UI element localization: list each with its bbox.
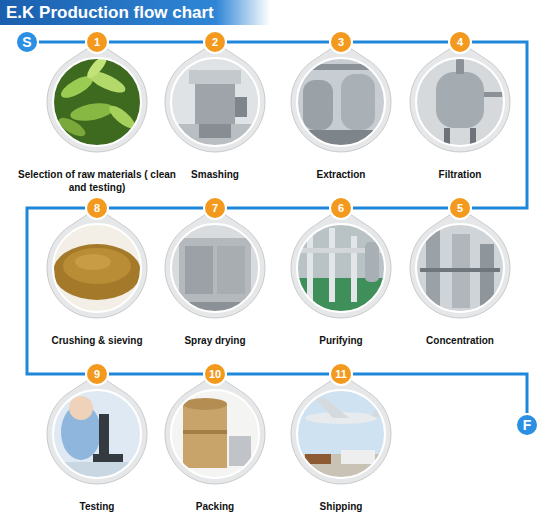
pin-shape bbox=[155, 208, 275, 320]
flow-line bbox=[97, 373, 215, 376]
pin-shape bbox=[37, 42, 157, 154]
flow-line bbox=[341, 41, 460, 44]
pin-shape bbox=[37, 374, 157, 486]
pin-shape bbox=[155, 42, 275, 154]
process-step: 1Selection of raw materials ( clean and … bbox=[37, 42, 157, 192]
process-step: 6Purifying bbox=[281, 208, 401, 358]
process-step: 7Spray drying bbox=[155, 208, 275, 358]
step-badge bbox=[86, 197, 108, 219]
process-step: 3Extraction bbox=[281, 42, 401, 192]
terminal-circle: F bbox=[515, 413, 539, 437]
pin-shape bbox=[281, 374, 401, 486]
step-badge bbox=[330, 197, 352, 219]
chart-title: E.K Production flow chart bbox=[6, 3, 214, 23]
step-illustration bbox=[416, 58, 504, 146]
process-step: 4Filtration bbox=[400, 42, 520, 192]
process-step: 2Smashing bbox=[155, 42, 275, 192]
pin-shape bbox=[400, 208, 520, 320]
pin-shape bbox=[281, 208, 401, 320]
step-label: Purifying bbox=[256, 334, 426, 347]
flow-line bbox=[97, 41, 215, 44]
pin-shape bbox=[281, 42, 401, 154]
step-number: 5 bbox=[450, 201, 470, 215]
step-label: Spray drying bbox=[130, 334, 300, 347]
flow-line bbox=[215, 41, 341, 44]
step-number: 6 bbox=[331, 201, 351, 215]
step-badge bbox=[330, 31, 352, 53]
step-illustration bbox=[171, 58, 259, 146]
step-badge bbox=[204, 197, 226, 219]
step-label: Shipping bbox=[256, 500, 426, 513]
step-illustration bbox=[171, 224, 259, 312]
step-number: 8 bbox=[87, 201, 107, 215]
flow-line bbox=[215, 373, 341, 376]
pin-shape bbox=[37, 208, 157, 320]
step-illustration bbox=[53, 390, 141, 478]
step-label: Testing bbox=[12, 500, 182, 513]
step-illustration bbox=[53, 53, 141, 146]
flow-line bbox=[97, 207, 215, 210]
process-step: 5Concentration bbox=[400, 208, 520, 358]
step-number: 2 bbox=[205, 35, 225, 49]
process-step: 11Shipping bbox=[281, 374, 401, 524]
step-label: Extraction bbox=[256, 168, 426, 181]
process-step: 10Packing bbox=[155, 374, 275, 524]
terminal-letter: S bbox=[15, 30, 39, 54]
step-illustration bbox=[297, 58, 385, 146]
step-label: Smashing bbox=[130, 168, 300, 181]
flow-line bbox=[341, 207, 460, 210]
step-number: 11 bbox=[331, 367, 351, 381]
step-illustration bbox=[297, 390, 385, 478]
step-number: 1 bbox=[87, 35, 107, 49]
step-badge bbox=[86, 31, 108, 53]
step-number: 3 bbox=[331, 35, 351, 49]
step-label: Packing bbox=[130, 500, 300, 513]
step-number: 4 bbox=[450, 35, 470, 49]
step-illustration bbox=[297, 224, 385, 312]
step-badge bbox=[204, 363, 226, 385]
flow-line bbox=[215, 207, 341, 210]
terminal-letter: F bbox=[515, 413, 539, 437]
step-label: Crushing & sieving bbox=[12, 334, 182, 347]
step-illustration bbox=[416, 224, 504, 312]
step-label: Selection of raw materials ( clean and t… bbox=[17, 168, 177, 194]
step-label: Filtration bbox=[375, 168, 545, 181]
step-badge bbox=[86, 363, 108, 385]
step-badge bbox=[449, 197, 471, 219]
step-illustration bbox=[171, 390, 259, 478]
pin-shape bbox=[400, 42, 520, 154]
step-illustration bbox=[53, 224, 141, 312]
step-number: 10 bbox=[205, 367, 225, 381]
step-badge bbox=[449, 31, 471, 53]
process-step: 9Testing bbox=[37, 374, 157, 524]
step-label: Concentration bbox=[375, 334, 545, 347]
terminal-circle: S bbox=[15, 30, 39, 54]
process-step: 8Crushing & sieving bbox=[37, 208, 157, 358]
step-badge bbox=[204, 31, 226, 53]
step-badge bbox=[330, 363, 352, 385]
step-number: 7 bbox=[205, 201, 225, 215]
step-number: 9 bbox=[87, 367, 107, 381]
pin-shape bbox=[155, 374, 275, 486]
